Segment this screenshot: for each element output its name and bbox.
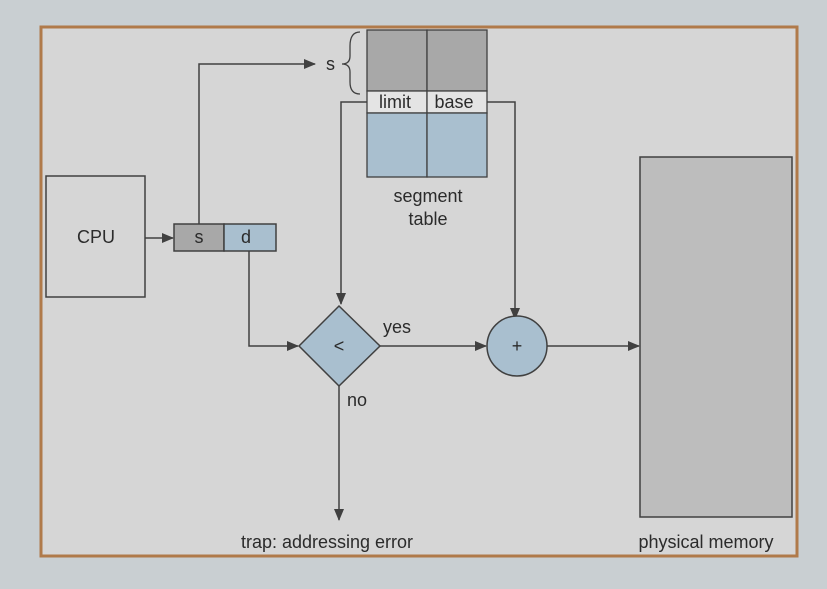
logical-address-d-label: d bbox=[241, 227, 251, 247]
base-to-adder-arrow bbox=[487, 101, 520, 320]
segment-table-upper-right bbox=[426, 29, 488, 92]
yes-label: yes bbox=[383, 317, 411, 337]
logical-address-s-label: s bbox=[195, 227, 204, 247]
segment-selector-label: s bbox=[326, 54, 335, 74]
segment-table-lower-right bbox=[426, 112, 488, 178]
adder-symbol: + bbox=[512, 336, 523, 356]
segment-table-base-label: base bbox=[434, 92, 473, 112]
logical-address-d-cell bbox=[223, 223, 277, 252]
segment-table-upper-left bbox=[366, 29, 428, 92]
limit-to-compare-arrow bbox=[336, 101, 367, 305]
compare-symbol: < bbox=[334, 336, 345, 356]
trap-label: trap: addressing error bbox=[241, 532, 413, 552]
no-label: no bbox=[347, 390, 367, 410]
offset-to-compare-arrow bbox=[248, 251, 299, 351]
segment-table-caption-line1: segment bbox=[393, 186, 462, 206]
segment-selector-brace bbox=[341, 31, 361, 95]
segment-number-arrow bbox=[198, 59, 316, 224]
physical-memory-label: physical memory bbox=[638, 532, 773, 552]
segment-table-limit-label: limit bbox=[379, 92, 411, 112]
segment-table-caption-line2: table bbox=[408, 209, 447, 229]
cpu-box bbox=[45, 175, 146, 298]
segment-table-lower-left bbox=[366, 112, 428, 178]
cpu-label: CPU bbox=[77, 227, 115, 247]
physical-memory-box bbox=[639, 156, 793, 518]
